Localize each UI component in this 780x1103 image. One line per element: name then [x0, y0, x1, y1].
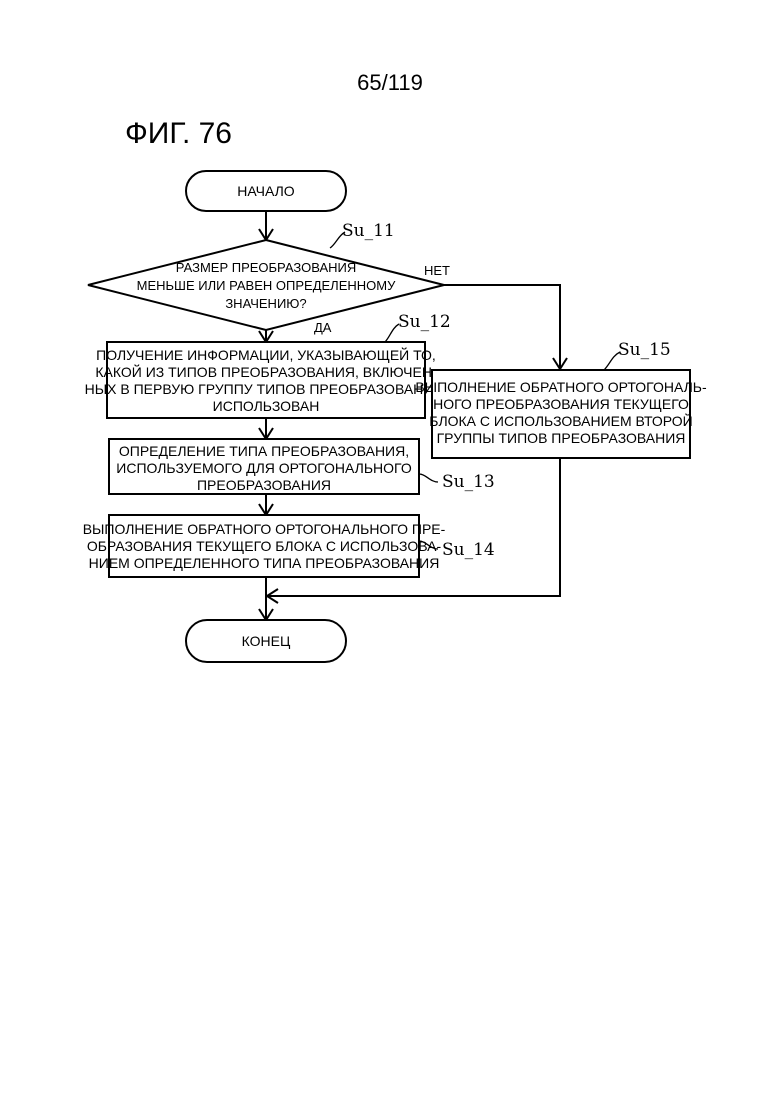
process-step-15: ВЫПОЛНЕНИЕ ОБРАТНОГО ОРТОГОНАЛЬ- НОГО ПР…	[415, 370, 707, 458]
step12-line-2: КАКОЙ ИЗ ТИПОВ ПРЕОБРАЗОВАНИЯ, ВКЛЮЧЕН-	[95, 363, 437, 380]
step12-line-3: НЫХ В ПЕРВУЮ ГРУППУ ТИПОВ ПРЕОБРАЗОВАНИЯ…	[85, 381, 448, 397]
step15-line-1: ВЫПОЛНЕНИЕ ОБРАТНОГО ОРТОГОНАЛЬ-	[415, 379, 707, 395]
no-label: НЕТ	[424, 263, 450, 278]
leader-su12	[385, 324, 399, 342]
decision-line-1: РАЗМЕР ПРЕОБРАЗОВАНИЯ	[176, 260, 356, 275]
step12-line-4: ИСПОЛЬЗОВАН	[213, 398, 320, 414]
leader-su13	[419, 474, 438, 482]
step-label-su15: Su_15	[618, 340, 671, 360]
step14-line-2: ОБРАЗОВАНИЯ ТЕКУЩЕГО БЛОКА С ИСПОЛЬЗОВА-	[87, 538, 442, 554]
step-label-su14: Su_14	[442, 540, 495, 560]
process-step-12: ПОЛУЧЕНИЕ ИНФОРМАЦИИ, УКАЗЫВАЮЩЕЙ ТО, КА…	[85, 342, 448, 418]
step14-line-3: НИЕМ ОПРЕДЕЛЕННОГО ТИПА ПРЕОБРАЗОВАНИЯ	[89, 555, 440, 571]
decision-line-3: ЗНАЧЕНИЮ?	[225, 296, 306, 311]
step-label-su13: Su_13	[442, 472, 495, 492]
step13-line-3: ПРЕОБРАЗОВАНИЯ	[197, 477, 331, 493]
step15-line-4: ГРУППЫ ТИПОВ ПРЕОБРАЗОВАНИЯ	[437, 430, 686, 446]
process-step-13: ОПРЕДЕЛЕНИЕ ТИПА ПРЕОБРАЗОВАНИЯ, ИСПОЛЬЗ…	[109, 439, 419, 494]
process-step-14: ВЫПОЛНЕНИЕ ОБРАТНОГО ОРТОГОНАЛЬНОГО ПРЕ-…	[83, 515, 446, 577]
start-label: НАЧАЛО	[237, 183, 295, 199]
end-terminal: КОНЕЦ	[186, 620, 346, 662]
step14-line-1: ВЫПОЛНЕНИЕ ОБРАТНОГО ОРТОГОНАЛЬНОГО ПРЕ-	[83, 521, 446, 537]
step13-line-1: ОПРЕДЕЛЕНИЕ ТИПА ПРЕОБРАЗОВАНИЯ,	[119, 443, 409, 459]
start-terminal: НАЧАЛО	[186, 171, 346, 211]
step-label-su11: Su_11	[342, 221, 395, 241]
end-label: КОНЕЦ	[242, 633, 291, 649]
step13-line-2: ИСПОЛЬЗУЕМОГО ДЛЯ ОРТОГОНАЛЬНОГО	[116, 460, 412, 476]
yes-label: ДА	[314, 320, 332, 335]
step12-line-1: ПОЛУЧЕНИЕ ИНФОРМАЦИИ, УКАЗЫВАЮЩЕЙ ТО,	[96, 346, 436, 363]
decision-line-2: МЕНЬШЕ ИЛИ РАВЕН ОПРЕДЕЛЕННОМУ	[137, 278, 396, 293]
step15-line-2: НОГО ПРЕОБРАЗОВАНИЯ ТЕКУЩЕГО	[433, 396, 689, 412]
step15-line-3: БЛОКА С ИСПОЛЬЗОВАНИЕМ ВТОРОЙ	[429, 412, 693, 429]
decision-node: РАЗМЕР ПРЕОБРАЗОВАНИЯ МЕНЬШЕ ИЛИ РАВЕН О…	[88, 240, 444, 330]
step-label-su12: Su_12	[398, 312, 451, 332]
connector-decision-step15	[444, 285, 560, 368]
